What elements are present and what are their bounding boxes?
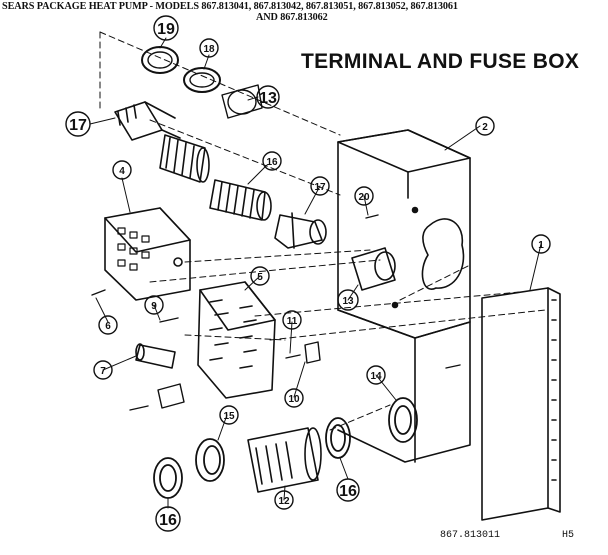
callout-circle-1 — [531, 234, 551, 254]
gasket-ring-part — [141, 46, 179, 74]
callout-label-18b: 16 — [266, 157, 278, 168]
callout-label-13a: 13 — [259, 90, 277, 107]
callout-circle-9 — [144, 295, 164, 315]
callout-circle-2 — [475, 116, 495, 136]
callout-label-17a: 17 — [69, 117, 87, 134]
callout-circle-14 — [366, 365, 386, 385]
flex-conduit-18-part — [209, 179, 272, 221]
callout-label-5: 5 — [257, 272, 263, 283]
callout-label-19: 19 — [157, 21, 175, 38]
flex-conduit-part — [159, 134, 210, 183]
callout-label-11: 11 — [287, 316, 298, 327]
locknut-ring-part — [183, 67, 221, 93]
knockout-ring-part — [388, 397, 418, 443]
clip-screws-part — [91, 214, 461, 411]
callout-label-4: 4 — [119, 166, 125, 177]
callout-circle-18a — [199, 38, 219, 58]
fuse-block-part — [197, 281, 276, 399]
callout-label-18a: 18 — [203, 44, 215, 55]
callout-circles — [65, 15, 551, 532]
callout-label-6: 6 — [105, 321, 111, 332]
callout-label-7: 7 — [100, 366, 106, 377]
locknut-16b-part — [153, 457, 183, 499]
callout-circle-16b — [155, 506, 181, 532]
callout-circle-19 — [153, 15, 179, 41]
terminal-block-part — [104, 207, 191, 301]
callout-label-17b: 17 — [314, 182, 326, 193]
locknut-16-part — [325, 417, 351, 459]
callout-label-20: 20 — [358, 192, 370, 203]
callout-label-14: 14 — [370, 371, 382, 382]
callout-label-16a: 16 — [339, 483, 357, 500]
callout-circle-15 — [219, 405, 239, 425]
callout-circle-7 — [93, 360, 113, 380]
header-line-2: AND 867.813062 — [256, 12, 328, 23]
callout-label-13b: 13 — [342, 296, 354, 307]
callout-circle-16a — [336, 478, 360, 502]
callout-label-15: 15 — [223, 411, 235, 422]
assembly-guide-lines — [99, 31, 546, 431]
cartridge-fuse-part — [135, 343, 176, 369]
elbow-fitting-part — [114, 101, 181, 141]
header-line-1: SEARS PACKAGE HEAT PUMP - MODELS 867.813… — [2, 1, 458, 12]
callout-circle-17b — [310, 176, 330, 196]
terminal-box-part — [337, 129, 471, 463]
connector-part — [221, 84, 263, 119]
page-code: H5 — [562, 530, 575, 541]
callout-circle-13a — [256, 85, 280, 109]
callout-circle-18b — [262, 151, 282, 171]
locknut-15-part — [195, 438, 225, 482]
callout-circle-13b — [337, 289, 359, 311]
drawing-part-number: 867.813011 — [440, 530, 501, 541]
cover-panel-part — [481, 287, 561, 521]
callout-labels: 19 18 13 17 2 4 1 16 17 20 5 9 6 13 11 7… — [69, 21, 544, 529]
leader-lines — [89, 37, 542, 509]
callout-circle-4 — [112, 160, 132, 180]
callout-circle-17a — [65, 111, 91, 137]
pipe-nipple-part — [247, 427, 322, 493]
callout-circle-12 — [274, 490, 294, 510]
callout-circle-6 — [98, 315, 118, 335]
callout-label-9: 9 — [151, 301, 157, 312]
callout-label-16b: 16 — [159, 512, 177, 529]
box-elbow-part — [351, 247, 396, 291]
straight-connector-part — [274, 212, 327, 249]
callout-circle-5 — [250, 266, 270, 286]
callout-label-10: 10 — [288, 394, 300, 405]
callout-label-12: 12 — [278, 496, 290, 507]
callout-circle-20 — [354, 186, 374, 206]
diagram-title: TERMINAL AND FUSE BOX — [301, 50, 580, 73]
callout-label-1: 1 — [538, 240, 544, 251]
callout-circle-11 — [282, 310, 302, 330]
callout-label-2: 2 — [482, 122, 488, 133]
callout-circle-10 — [284, 388, 304, 408]
